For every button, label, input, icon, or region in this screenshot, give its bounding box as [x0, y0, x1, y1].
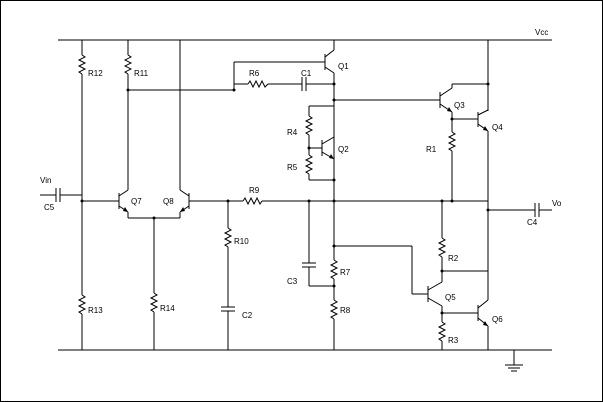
transistor-q7 — [112, 189, 129, 213]
label-c5: C5 — [44, 203, 55, 212]
label-r3: R3 — [448, 336, 459, 345]
transistor-q2 — [309, 136, 335, 160]
capacitor-c2 — [221, 306, 235, 350]
label-q1: Q1 — [338, 62, 349, 71]
label-c1: C1 — [301, 69, 312, 78]
resistor-r4 — [304, 106, 314, 148]
label-r9: R9 — [249, 186, 260, 195]
ground-icon — [505, 350, 523, 372]
resistor-r1 — [447, 119, 457, 201]
label-c4: C4 — [527, 218, 538, 227]
label-r10: R10 — [234, 237, 249, 246]
capacitor-c5 — [40, 188, 82, 202]
label-q6: Q6 — [492, 315, 503, 324]
transistor-q6 — [477, 271, 489, 350]
resistor-r8 — [329, 299, 339, 350]
resistor-r7 — [329, 201, 339, 300]
label-r11: R11 — [134, 69, 149, 78]
label-r1: R1 — [426, 145, 437, 154]
transistor-q5 — [427, 281, 443, 322]
capacitor-c1 — [301, 77, 334, 91]
label-r8: R8 — [340, 306, 351, 315]
label-q5: Q5 — [445, 293, 456, 302]
resistor-r5 — [304, 148, 334, 181]
resistor-r11 — [123, 40, 133, 190]
label-r13: R13 — [88, 306, 103, 315]
resistor-r9 — [228, 196, 488, 206]
label-q2: Q2 — [338, 145, 349, 154]
label-r12: R12 — [88, 69, 103, 78]
resistor-r3 — [437, 321, 447, 350]
label-r5: R5 — [287, 163, 298, 172]
resistor-r12 — [77, 40, 87, 295]
label-r4: R4 — [287, 128, 298, 137]
capacitor-c4 — [488, 203, 552, 217]
output-terminal-label: Vo — [552, 199, 562, 208]
resistor-r14 — [149, 218, 159, 350]
label-q7: Q7 — [131, 197, 142, 206]
label-c2: C2 — [242, 311, 253, 320]
label-c3: C3 — [287, 277, 298, 286]
label-r2: R2 — [448, 254, 459, 263]
input-terminal-label: Vin — [40, 176, 51, 185]
resistor-r13 — [77, 294, 87, 350]
label-r14: R14 — [160, 304, 175, 313]
vcc-label: Vcc — [535, 28, 548, 37]
resistor-r10 — [223, 201, 233, 307]
capacitor-c3 — [302, 201, 334, 287]
transistor-q8 — [179, 40, 190, 218]
label-r6: R6 — [249, 69, 260, 78]
resistor-r6 — [234, 79, 302, 89]
transistor-q4 — [477, 40, 489, 271]
label-q4: Q4 — [492, 123, 503, 132]
label-q3: Q3 — [454, 101, 465, 110]
label-r7: R7 — [340, 268, 351, 277]
label-q8: Q8 — [163, 197, 174, 206]
